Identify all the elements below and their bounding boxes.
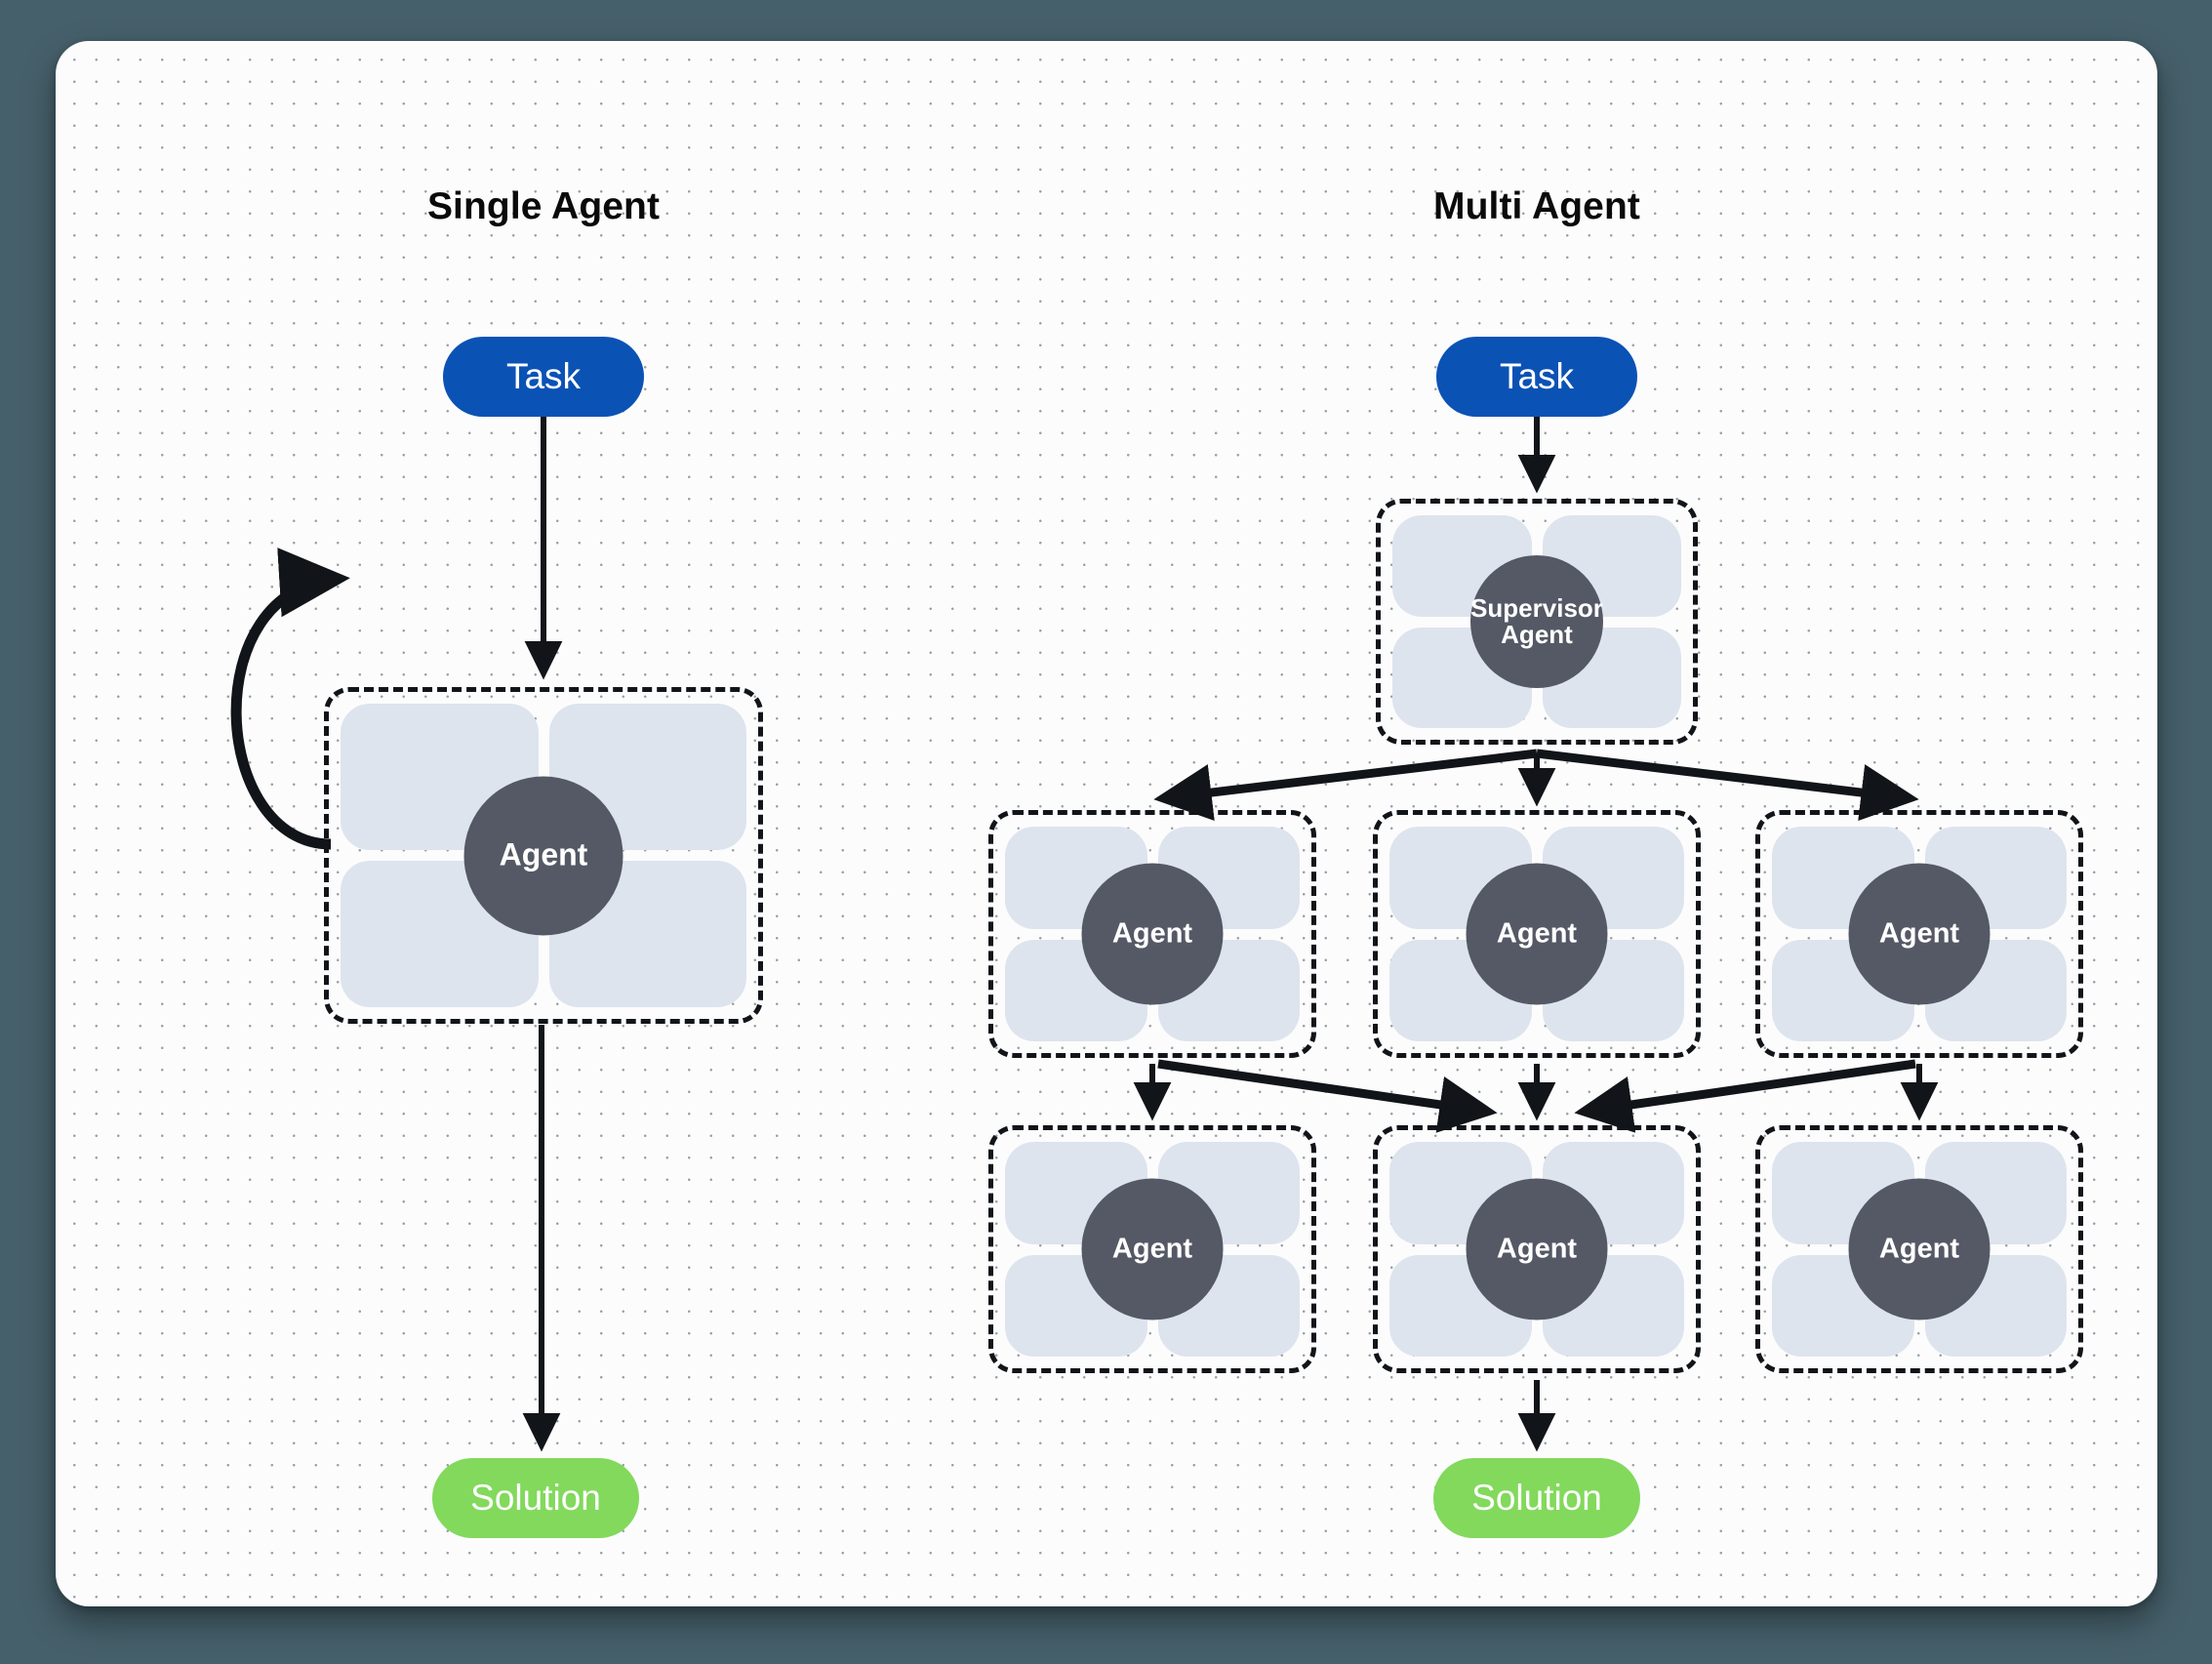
agent-core-label: Agent — [1848, 863, 1991, 1005]
multi-agent-row3-right[interactable]: Agent — [1755, 1125, 2083, 1373]
agent-core-label: Agent — [1081, 1178, 1224, 1320]
edge-supervisor-to-row2-left — [1153, 749, 1538, 822]
multi-agent-row3-left[interactable]: Agent — [988, 1125, 1316, 1373]
supervisor-agent-node[interactable]: Supervisor Agent — [1376, 499, 1698, 745]
single-solution-node[interactable]: Solution — [432, 1458, 639, 1538]
edge-row2-left-to-row3-center — [1157, 1059, 1498, 1133]
agent-tile-grid — [341, 704, 746, 1007]
agent-core-label: Agent — [1466, 863, 1608, 1005]
panel-title-multi-agent: Multi Agent — [1433, 185, 1640, 227]
supervisor-label-line1: Supervisor — [1470, 592, 1603, 623]
multi-agent-row2-left[interactable]: Agent — [988, 810, 1316, 1058]
single-agent-node[interactable]: Agent — [324, 687, 763, 1024]
diagram-card: Single Agent Multi Agent Task Agent Solu… — [56, 41, 2157, 1606]
supervisor-label-line2: Agent — [1501, 620, 1573, 649]
panel-title-single-agent: Single Agent — [426, 185, 661, 227]
multi-agent-row2-center[interactable]: Agent — [1373, 810, 1701, 1058]
agent-core-label: Agent — [1848, 1178, 1991, 1320]
agent-core-label: Agent — [1466, 1178, 1608, 1320]
multi-task-node[interactable]: Task — [1436, 337, 1637, 417]
multi-agent-row3-center[interactable]: Agent — [1373, 1125, 1701, 1373]
supervisor-core-label: Supervisor Agent — [1470, 555, 1603, 688]
multi-solution-node[interactable]: Solution — [1433, 1458, 1640, 1538]
single-task-node[interactable]: Task — [443, 337, 644, 417]
agent-core-label: Agent — [463, 776, 623, 935]
edge-supervisor-to-row2-right — [1536, 749, 1919, 822]
edge-row2-right-to-row3-center — [1574, 1059, 1916, 1133]
agent-core-label: Agent — [1081, 863, 1224, 1005]
multi-agent-row2-right[interactable]: Agent — [1755, 810, 2083, 1058]
